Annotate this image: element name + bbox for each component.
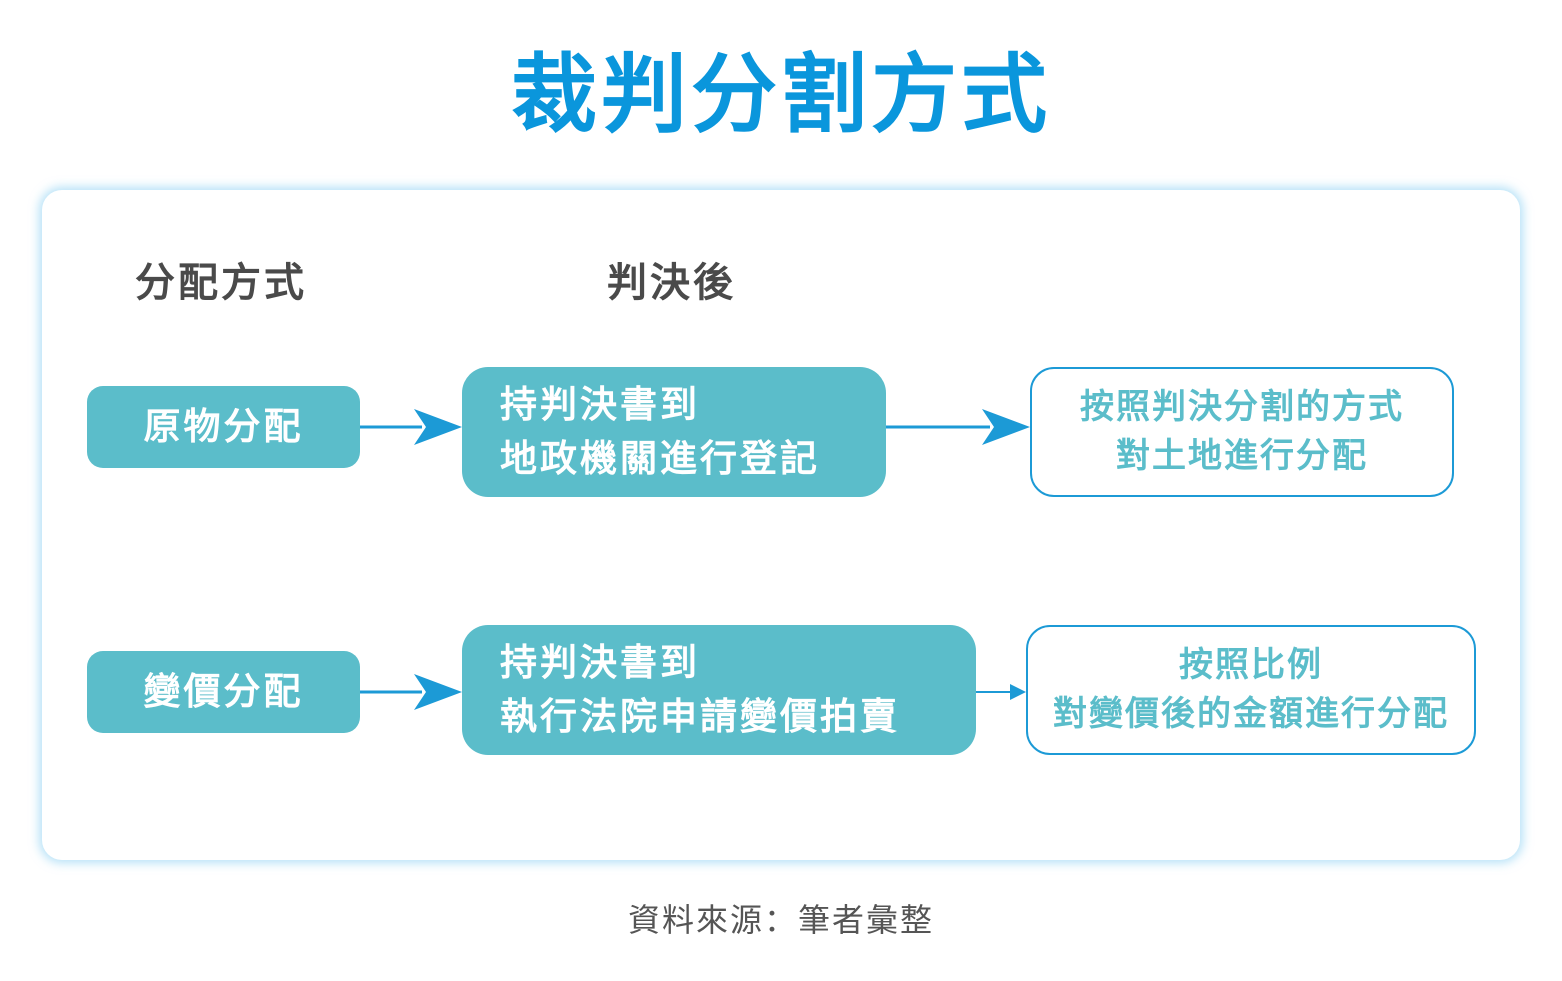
- header-method: 分配方式: [135, 260, 307, 306]
- arrow-row2-step-to-result: [976, 684, 1026, 700]
- step-line: 持判決書到: [500, 383, 700, 427]
- source-note: 資料來源：筆者彙整: [627, 901, 934, 939]
- result-line: 對土地進行分配: [1116, 436, 1368, 476]
- method-box-sale: 變價分配: [87, 651, 360, 733]
- method-label: 原物分配: [143, 405, 304, 449]
- diagram-title: 裁判分割方式: [511, 45, 1051, 145]
- arrow-row1-step-to-result: [886, 409, 1030, 445]
- step-line: 持判決書到: [500, 641, 700, 685]
- step-box-court-auction: 持判決書到 執行法院申請變價拍賣: [462, 625, 976, 755]
- method-label: 變價分配: [143, 670, 304, 714]
- result-line: 對變價後的金額進行分配: [1053, 694, 1449, 734]
- result-line: 按照判決分割的方式: [1080, 386, 1404, 427]
- step-box-land-registration: 持判決書到 地政機關進行登記: [462, 367, 886, 497]
- result-line: 按照比例: [1179, 644, 1323, 685]
- arrow-row2-method-to-step: [360, 674, 462, 710]
- arrow-row1-method-to-step: [360, 409, 462, 445]
- result-box-proceeds-allocation: 按照比例 對變價後的金額進行分配: [1026, 625, 1476, 755]
- header-after-judgment: 判決後: [607, 260, 736, 306]
- result-box-land-allocation: 按照判決分割的方式 對土地進行分配: [1030, 367, 1454, 497]
- step-line: 地政機關進行登記: [500, 437, 820, 480]
- method-box-in-kind: 原物分配: [87, 386, 360, 468]
- step-line: 執行法院申請變價拍賣: [500, 695, 900, 738]
